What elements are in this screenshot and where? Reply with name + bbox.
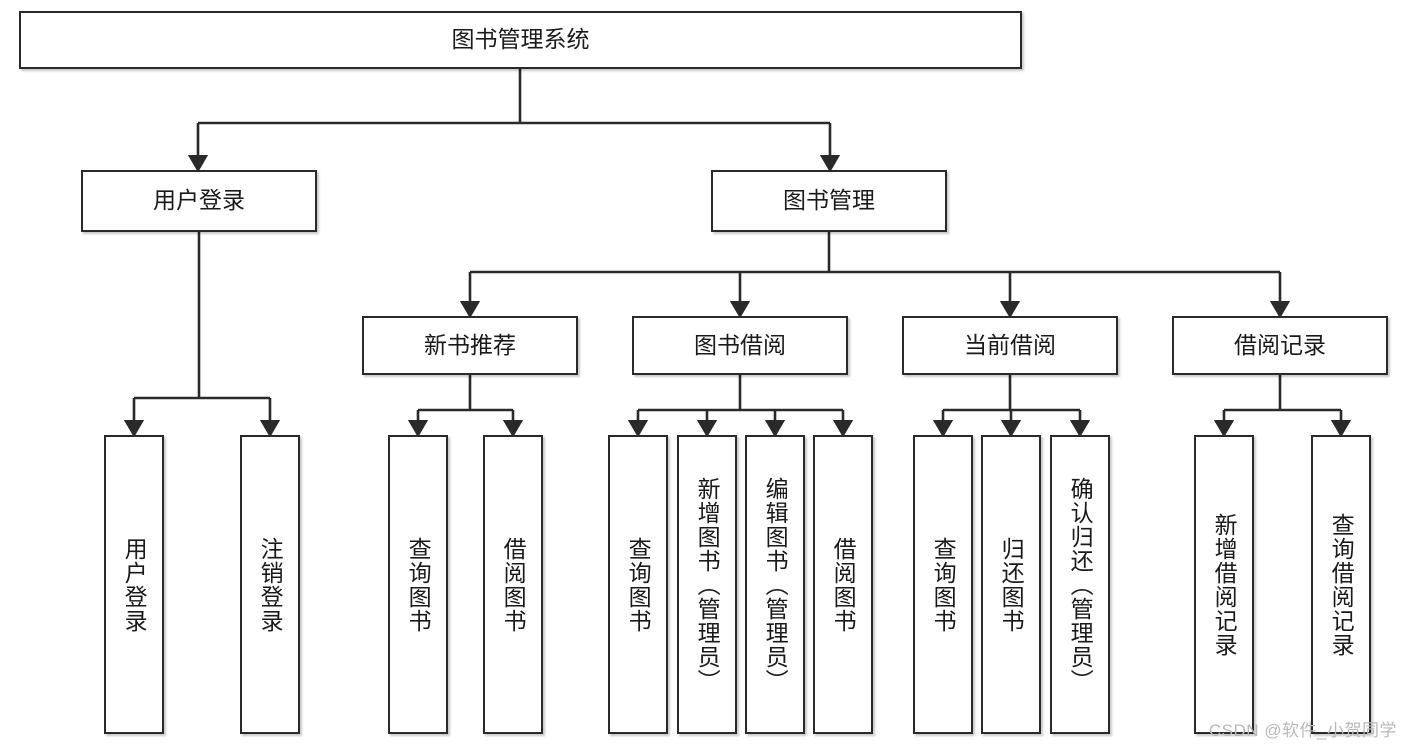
node-book-management[interactable]: 图书管理	[711, 170, 947, 232]
node-new-book-recommend[interactable]: 新书推荐	[362, 316, 578, 375]
node-label: 新增图书（管理员）	[694, 476, 721, 693]
node-label: 图书管理	[783, 187, 875, 214]
node-label: 借阅图书	[500, 536, 527, 633]
node-borrow-record[interactable]: 借阅记录	[1172, 316, 1388, 375]
node-label: 借阅记录	[1234, 331, 1326, 358]
watermark-text: CSDN @软件_小贺同学	[1208, 721, 1397, 740]
node-leaf-confirm-return-admin[interactable]: 确认归还（管理员）	[1050, 435, 1110, 734]
node-leaf-add-book-admin[interactable]: 新增图书（管理员）	[677, 435, 737, 734]
node-leaf-query-book-borrow[interactable]: 查询图书	[608, 435, 668, 734]
node-label: 编辑图书（管理员）	[762, 476, 789, 693]
node-root-system[interactable]: 图书管理系统	[19, 11, 1022, 69]
node-label: 归还图书	[998, 536, 1025, 633]
node-label: 图书管理系统	[451, 26, 590, 53]
node-label: 注销登录	[257, 536, 284, 633]
node-leaf-user-login[interactable]: 用户登录	[104, 435, 164, 734]
node-leaf-query-book-current[interactable]: 查询图书	[913, 435, 973, 734]
node-leaf-logout[interactable]: 注销登录	[240, 435, 300, 734]
node-leaf-add-borrow-record[interactable]: 新增借阅记录	[1194, 435, 1254, 734]
node-leaf-query-book-recommend[interactable]: 查询图书	[388, 435, 448, 734]
node-current-borrow[interactable]: 当前借阅	[902, 316, 1118, 375]
node-leaf-query-borrow-record[interactable]: 查询借阅记录	[1311, 435, 1371, 734]
node-leaf-edit-book-admin[interactable]: 编辑图书（管理员）	[745, 435, 805, 734]
node-label: 新增借阅记录	[1211, 512, 1238, 657]
node-label: 用户登录	[121, 536, 148, 633]
node-leaf-return-book[interactable]: 归还图书	[981, 435, 1041, 734]
node-label: 查询图书	[625, 536, 652, 633]
node-label: 图书借阅	[694, 331, 786, 358]
node-book-borrow[interactable]: 图书借阅	[632, 316, 848, 375]
node-label: 查询借阅记录	[1328, 512, 1355, 657]
node-user-login[interactable]: 用户登录	[81, 170, 317, 232]
node-label: 当前借阅	[964, 331, 1056, 358]
node-label: 用户登录	[153, 187, 245, 214]
node-label: 新书推荐	[424, 331, 516, 358]
node-label: 借阅图书	[830, 536, 857, 633]
node-leaf-borrow-book[interactable]: 借阅图书	[813, 435, 873, 734]
node-label: 查询图书	[930, 536, 957, 633]
node-label: 确认归还（管理员）	[1067, 476, 1094, 693]
node-label: 查询图书	[405, 536, 432, 633]
node-leaf-borrow-book-recommend[interactable]: 借阅图书	[483, 435, 543, 734]
